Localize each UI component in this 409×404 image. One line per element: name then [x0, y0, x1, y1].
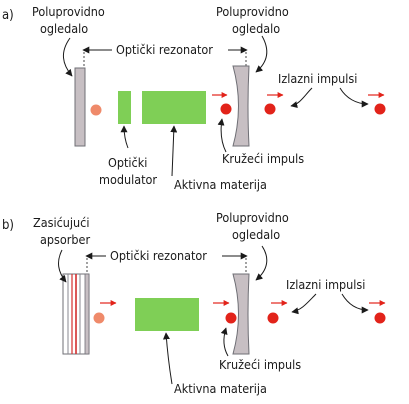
faint-pulse — [90, 104, 102, 116]
modulator-label-line2: modulator — [99, 172, 157, 187]
left-mirror — [74, 67, 86, 147]
absorber-label-line2: apsorber — [40, 232, 90, 247]
circulating-pointer-b — [220, 327, 229, 357]
left-mirror-label-line2: ogledalo — [40, 21, 88, 36]
modulator-label-line1: Optički — [108, 155, 147, 170]
right-mirror-pointer — [255, 35, 268, 73]
left-mirror-pointer — [63, 37, 73, 77]
output-pulse-1 — [264, 103, 276, 115]
right-mirror — [232, 65, 250, 147]
output-pulse-b-1 — [267, 312, 279, 324]
faint-pulse-b — [93, 312, 105, 324]
right-mirror-pointer-b — [255, 245, 268, 281]
right-mirror-b — [232, 273, 250, 355]
medium-label-b: Aktivna materija — [174, 381, 267, 396]
panel-a-letter: a) — [2, 8, 14, 23]
right-mirror-b-label-line2: ogledalo — [232, 227, 280, 242]
panel-b-letter: b) — [2, 218, 14, 233]
circulating-label: Kružeći impuls — [222, 151, 304, 166]
resonator-label: Optički rezonator — [116, 42, 213, 57]
circulating-label-b: Kružeći impuls — [219, 357, 301, 372]
right-mirror-label-line1: Poluprovidno — [216, 4, 289, 19]
output-pointer-2 — [339, 87, 369, 108]
resonator-label-b: Optički rezonator — [110, 248, 207, 263]
right-mirror-b-label-line1: Poluprovidno — [216, 210, 289, 225]
resonator-label-bg — [112, 42, 228, 57]
medium-label: Aktivna materija — [174, 177, 267, 192]
output-label: Izlazni impulsi — [278, 71, 357, 86]
output-pointer-b-2 — [341, 293, 369, 314]
absorber-label-line1: Zasićujući — [33, 215, 89, 230]
saturable-absorber — [62, 273, 90, 355]
output-pointer-1 — [290, 87, 313, 109]
resonator-label-bg-b — [106, 248, 222, 263]
left-mirror-label-line1: Poluprovidno — [32, 4, 105, 19]
absorber-pointer — [58, 249, 67, 283]
output-pulse-2 — [374, 103, 386, 115]
circulating-pulse-b — [225, 312, 237, 324]
circulating-pointer — [217, 118, 227, 153]
active-medium-b — [135, 298, 199, 331]
modulator-pointer — [120, 125, 129, 149]
medium-pointer-b — [162, 332, 173, 385]
panel-a: a) Poluprovidno ogledalo Poluprovidno og… — [2, 4, 386, 192]
output-pointer-b-1 — [291, 293, 317, 315]
panel-b: b) Zasićujući apsorber Poluprovidno ogle… — [2, 210, 386, 396]
right-mirror-label-line2: ogledalo — [232, 21, 280, 36]
medium-pointer — [170, 125, 178, 177]
circulating-pulse — [220, 103, 232, 115]
active-medium — [142, 91, 206, 124]
output-label-b: Izlazni impulsi — [286, 277, 365, 292]
output-pulse-b-2 — [374, 312, 386, 324]
optical-modulator — [118, 91, 131, 124]
